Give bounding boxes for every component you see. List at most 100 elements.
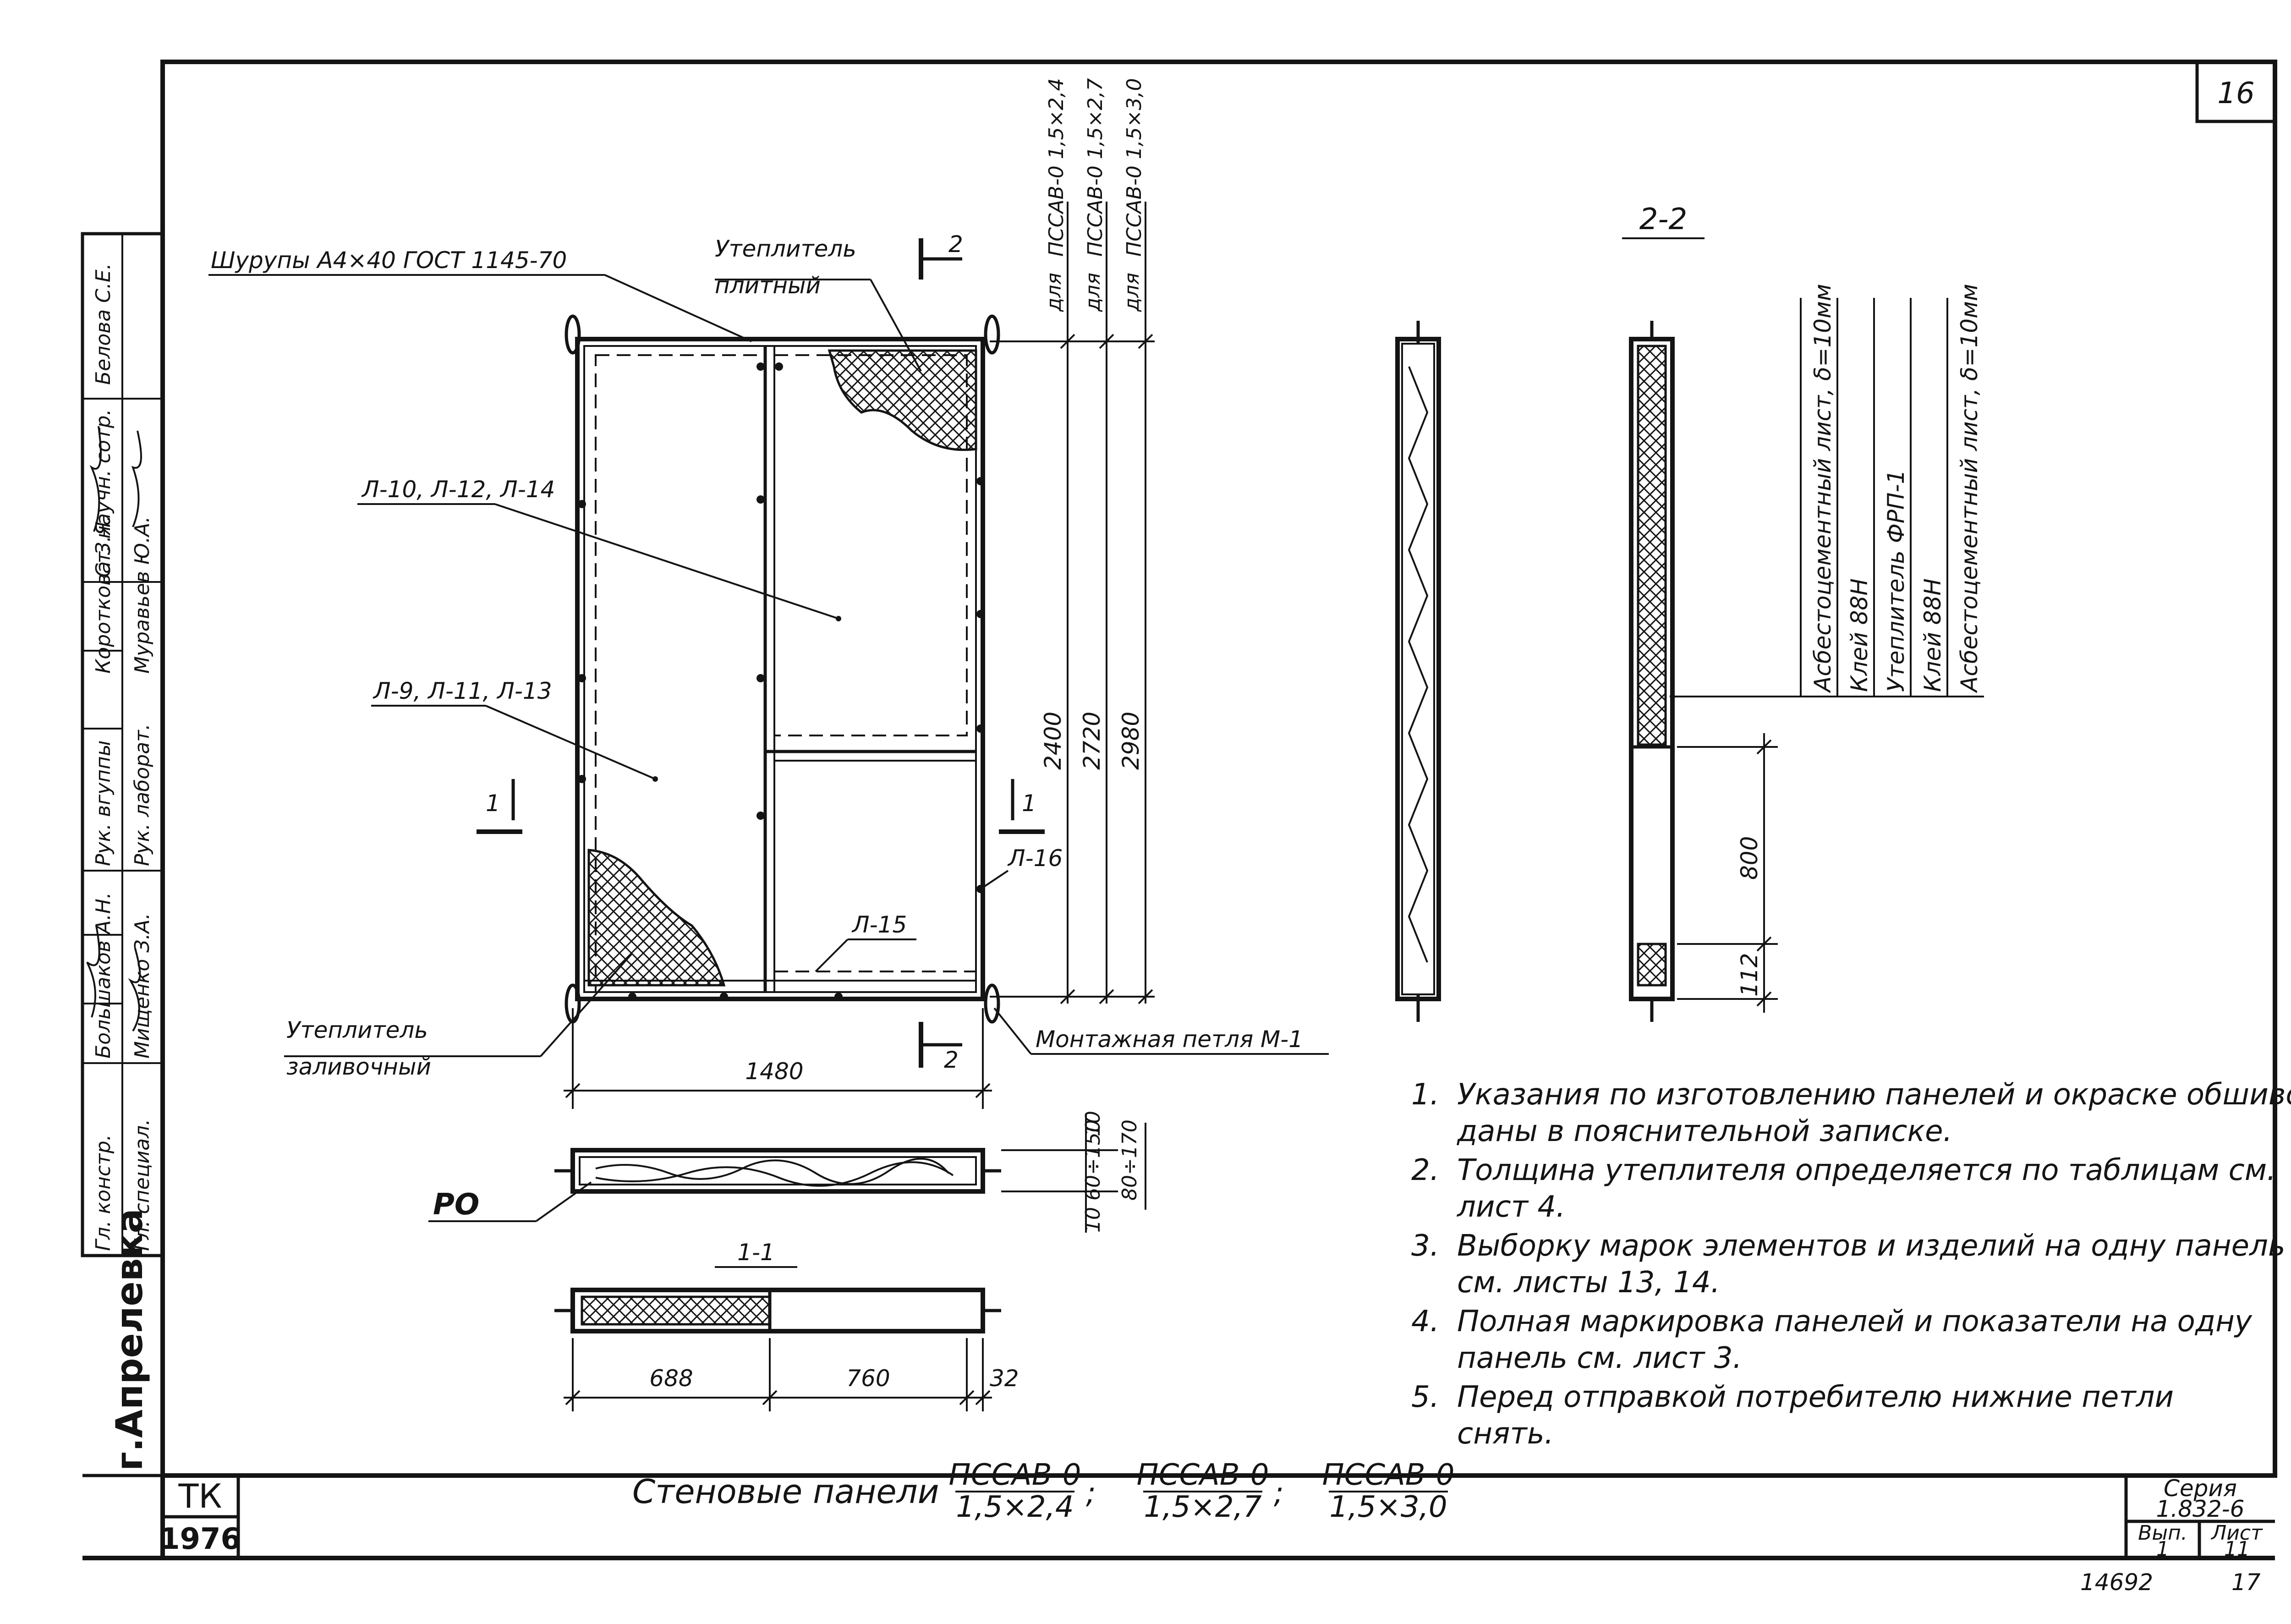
svg-text:2: 2 [944, 1047, 959, 1073]
top-view: 10 60÷150 80÷170 10 РО [428, 1111, 1146, 1233]
svg-text:1,5×3,0: 1,5×3,0 [1329, 1490, 1447, 1524]
note-2-num: 2. [1411, 1153, 1439, 1187]
section-2-2-dims: 800 112 [1677, 733, 1778, 1013]
stamp-row-group-head: Рук. вгуппы Короткова З.Я. [92, 515, 115, 866]
dim-for-1: для [1042, 273, 1066, 312]
layer-insulation: Утеплитель ФРП-1 [1883, 470, 1909, 692]
series-label: Серия [2164, 1475, 2237, 1502]
svg-text:1: 1 [486, 790, 500, 817]
note-4-line-2: панель см. лист 3. [1457, 1341, 1742, 1375]
label-insulation-plate-2: плитный [715, 272, 821, 299]
section-1-1: 1-1 688 760 32 [554, 1239, 1019, 1411]
section-marker-1-left: 1 [477, 779, 522, 834]
label-insulation-poured-1: Утеплитель [286, 1017, 428, 1043]
dim-760: 760 [846, 1365, 890, 1392]
svg-text:2: 2 [948, 231, 963, 258]
dim-800: 800 [1736, 836, 1763, 880]
dim-bottom-10: 10 [1081, 1207, 1105, 1233]
note-5-num: 5. [1411, 1380, 1439, 1414]
footer-archive-number: 14692 [2080, 1569, 2153, 1596]
stamp-row-chief-specialist: Гл. специал. Мищенко З.А. [131, 913, 154, 1251]
section-marker-1-right: 1 [999, 779, 1045, 834]
svg-text:1: 1 [1022, 790, 1036, 817]
insulation-poured-patch [587, 849, 726, 987]
sheet-label: Лист [2210, 1521, 2263, 1545]
label-sheets-l10: Л-10, Л-12, Л-14 [361, 476, 555, 503]
signature-marks [86, 426, 142, 1032]
stamp-row-lab-head: Рук. лаборат. Муравьев Ю.А. [131, 516, 154, 866]
stamp-role: Рук. вгуппы [92, 741, 115, 866]
layer-glue-2: Клей 88Н [1919, 578, 1946, 692]
note-3-line-1: Выборку марок элементов и изделий на одн… [1457, 1229, 2286, 1263]
stamp-name: Мищенко З.А. [131, 913, 154, 1059]
label-insulation-poured-2: заливочный [286, 1053, 431, 1080]
title-block: ТК 1976 Стеновые панели ПССАВ-0 1,5×2,4 … [159, 1458, 2275, 1561]
note-3-line-2: см. листы 13, 14. [1457, 1266, 1720, 1300]
title-separator: ; [1274, 1476, 1284, 1510]
note-3-num: 3. [1411, 1229, 1439, 1263]
stamp-city: г.Апрелевка [108, 1208, 151, 1471]
section-marker-2-bottom: 2 [919, 1022, 962, 1073]
dim-80-170: 80÷170 [1118, 1119, 1141, 1201]
main-view: Шурупы А4×40 ГОСТ 1145-70 Утеплитель пли… [208, 78, 1329, 1109]
dim-60-150: 60÷150 [1081, 1119, 1105, 1201]
stamp-name: Белова С.Е. [92, 263, 115, 385]
label-l15: Л-15 [851, 911, 907, 938]
stamp-role: Гл. констр. [92, 1134, 115, 1251]
sheet-value: 11 [2224, 1537, 2250, 1561]
stamp-role: Гл. специал. [131, 1119, 154, 1251]
dim-2400: 2400 [1040, 712, 1066, 770]
svg-text:ПССАВ-0: ПССАВ-0 [1137, 1458, 1269, 1492]
dimension-heights: 2400 2720 2980 для для для ПССАВ-0 1,5×2… [990, 78, 1155, 1004]
svg-text:ПССАВ-0: ПССАВ-0 [1322, 1458, 1455, 1492]
footer-page-number: 17 [2231, 1569, 2261, 1596]
org-code: ТК [178, 1477, 222, 1515]
title-prefix: Стеновые панели [632, 1472, 939, 1511]
title-mark-1: ПССАВ-0 1,5×2,4 [949, 1458, 1081, 1524]
layer-table: Асбестоцементный лист, δ=10мм Клей 88Н У… [1800, 284, 1984, 697]
dim-top-10: 10 [1081, 1111, 1105, 1136]
note-2-line-1: Толщина утеплителя определяется по табли… [1457, 1153, 2276, 1187]
note-1-line-1: Указания по изготовлению панелей и окрас… [1457, 1078, 2291, 1112]
stamp-role: Ст. научн. сотр. [92, 409, 115, 578]
layer-glue-1: Клей 88Н [1846, 578, 1873, 692]
title-mark-3: ПССАВ-0 1,5×3,0 [1322, 1458, 1455, 1524]
dim-112: 112 [1736, 953, 1763, 997]
year: 1976 [159, 1522, 241, 1556]
dim-mark-3: ПССАВ-0 1,5×3,0 [1123, 78, 1146, 257]
issue-value: 1 [2156, 1537, 2169, 1561]
issue-label: Вып. [2138, 1521, 2187, 1545]
note-2-line-2: лист 4. [1456, 1190, 1565, 1224]
section-2-2-insulated-view [1629, 321, 1675, 1022]
svg-text:1,5×2,4: 1,5×2,4 [956, 1490, 1074, 1524]
section-2-2: 2-2 Асбестоцемент [1395, 203, 1984, 1022]
section-2-2-wood-view [1395, 321, 1441, 1022]
dim-2720: 2720 [1079, 712, 1105, 770]
layer-asbestos-bottom: Асбестоцементный лист, δ=10мм [1956, 284, 1983, 693]
insulation-plate-patch [828, 349, 977, 451]
label-po: РО [433, 1188, 479, 1222]
stamp-row-senior-researcher: Ст. научн. сотр. Белова С.Е. [92, 263, 115, 577]
notes: 1. Указания по изготовлению панелей и ок… [1411, 1078, 2291, 1451]
label-l16: Л-16 [1007, 845, 1063, 872]
section-marker-2-top: 2 [919, 231, 963, 280]
dim-1480: 1480 [745, 1058, 803, 1085]
section-1-1-title: 1-1 [737, 1239, 775, 1266]
label-sheets-l9: Л-9, Л-11, Л-13 [373, 678, 552, 704]
section-2-2-title: 2-2 [1639, 203, 1688, 236]
label-insulation-plate-1: Утеплитель [715, 236, 856, 262]
svg-text:1,5×2,7: 1,5×2,7 [1144, 1490, 1261, 1524]
dimension-width: 1480 [564, 1008, 992, 1109]
series-value: 1.832-6 [2156, 1496, 2245, 1522]
label-screws: Шурупы А4×40 ГОСТ 1145-70 [211, 247, 567, 274]
title-mark-2: ПССАВ-0 1,5×2,7 [1137, 1458, 1269, 1524]
dim-2980: 2980 [1118, 712, 1144, 770]
footer: 14692 17 [2080, 1569, 2261, 1596]
note-4-line-1: Полная маркировка панелей и показатели н… [1457, 1305, 2253, 1339]
dim-mark-2: ПССАВ-0 1,5×2,7 [1084, 78, 1107, 257]
dim-32: 32 [990, 1365, 1019, 1392]
note-1-line-2: даны в пояснительной записке. [1457, 1114, 1952, 1148]
stamp-name: Большаков А.Н. [92, 892, 115, 1059]
svg-text:ПССАВ-0: ПССАВ-0 [949, 1458, 1081, 1492]
